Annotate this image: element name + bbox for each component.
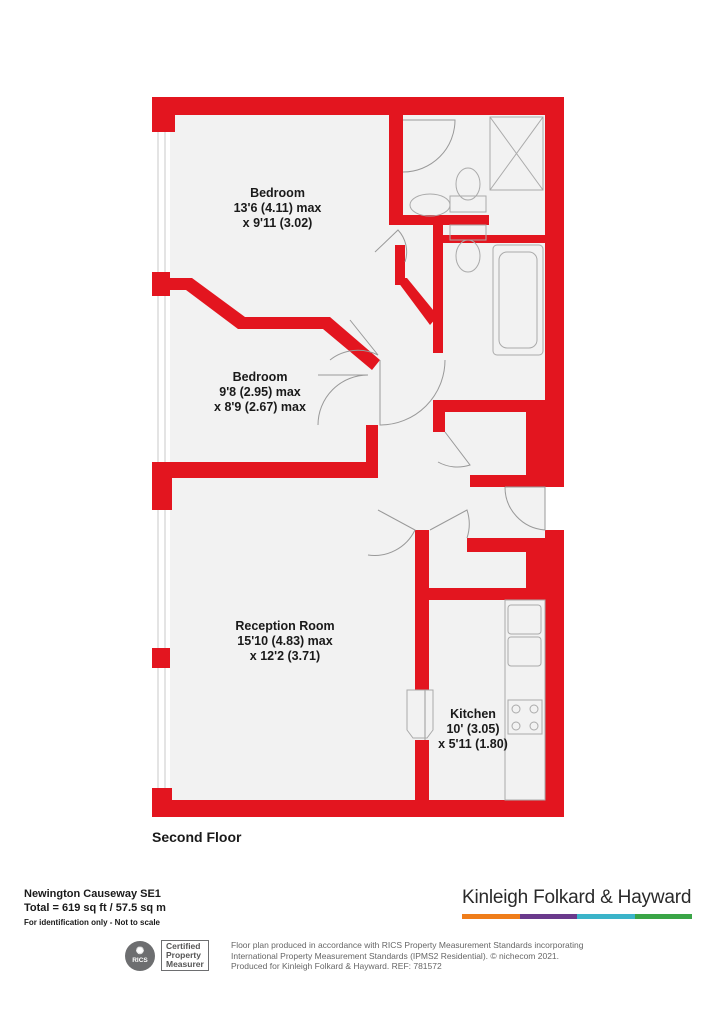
property-info: Newington Causeway SE1 Total = 619 sq ft… xyxy=(24,887,166,930)
agent-name: Kinleigh Folkard & Hayward xyxy=(462,887,692,908)
footer-note: Floor plan produced in accordance with R… xyxy=(231,940,611,972)
floor-title: Second Floor xyxy=(152,829,242,845)
rics-line: Property xyxy=(166,950,201,960)
stripe-green xyxy=(634,914,692,919)
stripe-orange xyxy=(462,914,520,919)
property-total-area: Total = 619 sq ft / 57.5 sq m xyxy=(24,902,166,914)
stripe-purple xyxy=(519,914,577,919)
room-name: Reception Room xyxy=(235,619,335,633)
kitchen-fittings xyxy=(406,599,546,801)
door-swings xyxy=(317,119,546,740)
agent-logo: Kinleigh Folkard & Hayward xyxy=(462,887,692,919)
footer-line: International Property Measurement Stand… xyxy=(231,950,560,961)
bathroom-fittings xyxy=(409,116,544,356)
room-label-reception: Reception Room 15'10 (4.83) max x 12'2 (… xyxy=(200,619,370,664)
room-dimension: 10' (3.05) xyxy=(446,722,500,736)
floor-area xyxy=(170,115,545,800)
rics-badge: ✺ RICS Certified Property Measurer xyxy=(125,940,209,971)
toilet-bowl xyxy=(455,167,481,201)
rics-certification: Certified Property Measurer xyxy=(161,940,209,971)
walls xyxy=(152,97,564,817)
room-dimension: x 8'9 (2.67) max xyxy=(214,400,306,414)
room-name: Bedroom xyxy=(250,186,305,200)
room-dimension: x 12'2 (3.71) xyxy=(249,649,321,663)
fridge xyxy=(406,689,434,739)
room-dimension: 13'6 (4.11) max xyxy=(233,201,322,215)
room-dimension: x 5'11 (1.80) xyxy=(438,737,508,751)
room-dimension: 15'10 (4.83) max xyxy=(237,634,333,648)
stripe-teal xyxy=(577,914,635,919)
windows xyxy=(157,130,166,788)
footer-line: Floor plan produced in accordance with R… xyxy=(231,940,584,950)
footer-line: Produced for Kinleigh Folkard & Hayward.… xyxy=(231,961,442,971)
property-name: Newington Causeway SE1 xyxy=(24,888,161,900)
sink xyxy=(507,604,542,635)
agent-stripes xyxy=(462,914,692,919)
shower-tray xyxy=(489,116,544,191)
bathtub xyxy=(492,244,544,356)
disclaimer: For identification only - Not to scale xyxy=(24,918,161,927)
room-dimension: x 9'11 (3.02) xyxy=(242,216,313,230)
room-label-bedroom-2: Bedroom 9'8 (2.95) max x 8'9 (2.67) max xyxy=(190,370,330,415)
basin xyxy=(409,193,451,217)
room-label-kitchen: Kitchen 10' (3.05) x 5'11 (1.80) xyxy=(418,707,528,752)
hob xyxy=(507,699,543,735)
rics-logo-icon: ✺ RICS xyxy=(125,940,155,971)
room-label-bedroom-1: Bedroom 13'6 (4.11) max x 9'11 (3.02) xyxy=(205,186,350,231)
rics-abbr: RICS xyxy=(132,957,148,964)
room-name: Kitchen xyxy=(450,707,496,721)
room-name: Bedroom xyxy=(232,370,288,384)
room-dimension: 9'8 (2.95) max xyxy=(219,385,301,399)
rics-line: Certified xyxy=(166,941,201,951)
rics-line: Measurer xyxy=(166,959,204,969)
